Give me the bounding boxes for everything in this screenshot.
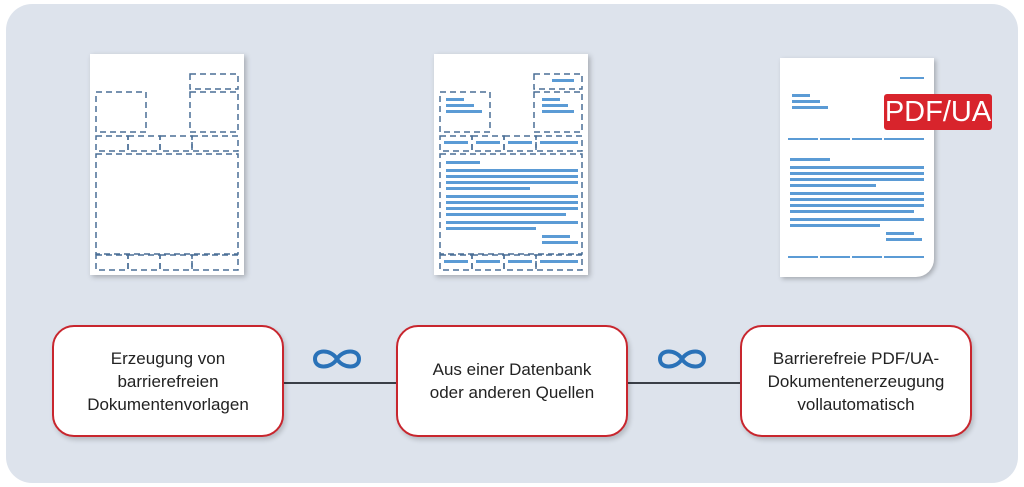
step-label: Aus einer Datenbank oder anderen Quellen: [429, 360, 595, 402]
step-label: Erzeugung von barrierefreien Dokumentenv…: [87, 348, 249, 414]
final-document-icon: [780, 58, 934, 277]
filled-document-icon: [434, 54, 588, 275]
step-label: Barrierefreie PDF/UA- Dokumentenerzeugun…: [767, 348, 945, 414]
step-template-creation: Erzeugung von barrierefreien Dokumentenv…: [52, 325, 284, 437]
connector-line-2: [627, 382, 741, 384]
template-document-icon: [90, 54, 244, 275]
step-pdfua-generation: Barrierefreie PDF/UA- Dokumentenerzeugun…: [740, 325, 972, 437]
connector-line-1: [284, 382, 396, 384]
pdf-ua-badge: PDF/UA: [884, 94, 992, 130]
infinity-icon: [657, 349, 707, 369]
infinity-icon: [312, 349, 362, 369]
step-data-source: Aus einer Datenbank oder anderen Quellen: [396, 325, 628, 437]
